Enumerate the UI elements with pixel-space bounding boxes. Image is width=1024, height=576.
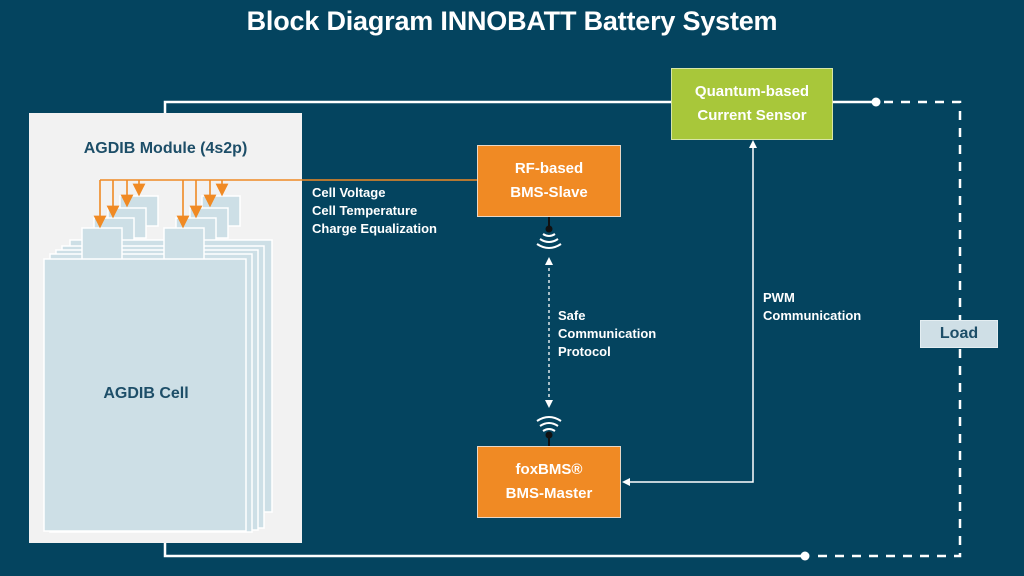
pwm-comm-line: PWM bbox=[763, 290, 795, 305]
bms-master-line2: BMS-Master bbox=[505, 485, 593, 502]
safe-comm-line: Safe bbox=[558, 308, 586, 323]
current-sensor-line2: Current Sensor bbox=[697, 107, 807, 124]
diagram-title: Block Diagram INNOBATT Battery System bbox=[246, 6, 778, 36]
pwm-wire bbox=[628, 146, 754, 483]
slave-antenna-icon bbox=[536, 217, 562, 249]
safe-comm-line: Communication bbox=[558, 326, 657, 341]
terminal-dot-top bbox=[871, 97, 881, 107]
pwm-arrow-left bbox=[622, 478, 630, 486]
safe-comm-link bbox=[545, 257, 553, 408]
safe-comm-line: Protocol bbox=[558, 344, 611, 359]
current-sensor-line1: Quantum-based bbox=[694, 83, 810, 100]
cell-front bbox=[43, 258, 247, 532]
load-box: Load bbox=[920, 320, 998, 348]
current-sensor-box: Quantum-based Current Sensor bbox=[671, 68, 833, 140]
cell-info-line: Charge Equalization bbox=[312, 221, 437, 236]
cell-info-line: Cell Temperature bbox=[312, 203, 418, 218]
cell-tab bbox=[163, 227, 205, 263]
cell-stack bbox=[43, 195, 273, 533]
bms-slave-line2: BMS-Slave bbox=[510, 184, 588, 201]
bms-master-line1: foxBMS® bbox=[515, 461, 583, 478]
master-antenna-icon bbox=[536, 416, 562, 446]
sensing-bus bbox=[93, 179, 477, 229]
cell-info-labels: Cell Voltage Cell Temperature Charge Equ… bbox=[312, 184, 437, 238]
cell-tab bbox=[81, 227, 123, 263]
cell-label: AGDIB Cell bbox=[103, 385, 189, 402]
bms-slave-box: RF-based BMS-Slave bbox=[477, 145, 621, 217]
bms-master-box: foxBMS® BMS-Master bbox=[477, 446, 621, 518]
bms-slave-line1: RF-based bbox=[514, 160, 584, 177]
pwm-arrow-up bbox=[749, 140, 757, 148]
terminal-dot-bottom bbox=[800, 551, 810, 561]
pwm-comm-line: Communication bbox=[763, 308, 862, 323]
cell-info-line: Cell Voltage bbox=[312, 185, 386, 200]
module-title: AGDIB Module (4s2p) bbox=[83, 140, 248, 157]
pwm-comm-label: PWM Communication bbox=[763, 289, 861, 325]
load-dashed-wire bbox=[812, 100, 962, 558]
safe-comm-label: Safe Communication Protocol bbox=[558, 307, 656, 361]
power-wires bbox=[163, 100, 876, 558]
